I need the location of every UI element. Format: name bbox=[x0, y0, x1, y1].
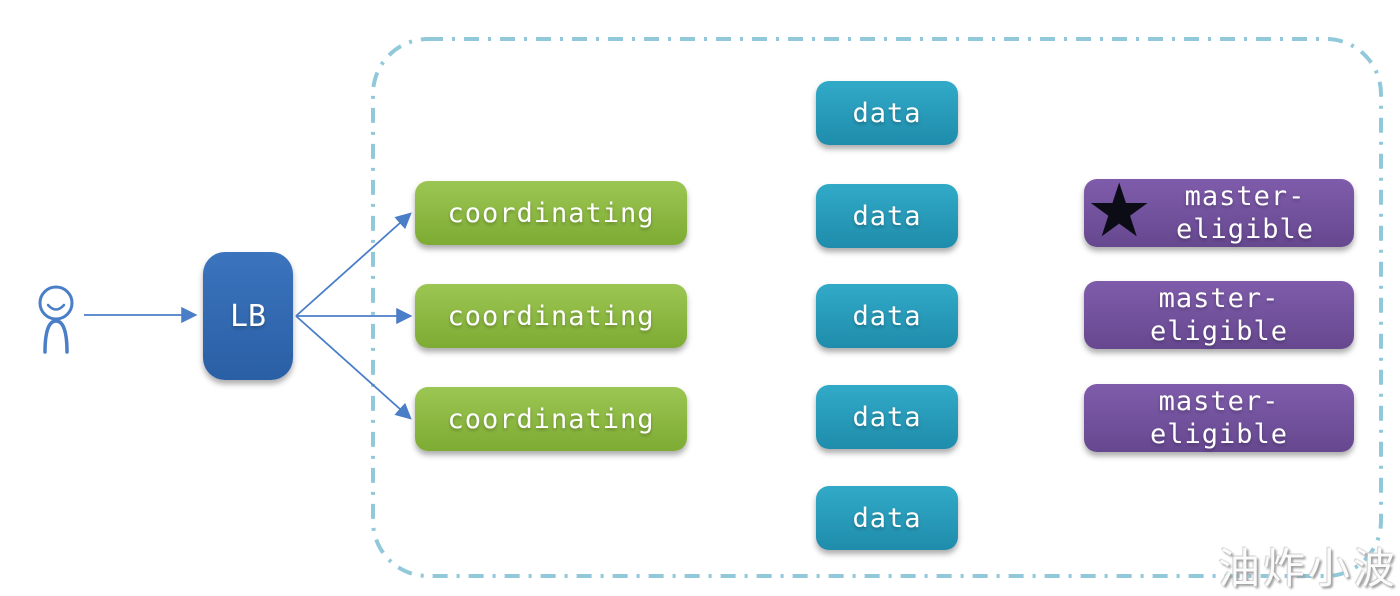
data-label: data bbox=[852, 200, 922, 232]
person-body bbox=[43, 319, 69, 354]
cluster-boundary bbox=[371, 37, 1383, 578]
data-node: data bbox=[816, 81, 958, 145]
lb-label: LB bbox=[229, 298, 267, 334]
master-label-line2: eligible bbox=[1175, 214, 1315, 245]
arrow-lb-to-coordinating-3 bbox=[295, 315, 412, 420]
person-smile bbox=[46, 303, 66, 311]
data-label: data bbox=[852, 300, 922, 332]
data-node: data bbox=[816, 184, 958, 248]
master-eligible-node: master- eligible bbox=[1084, 384, 1354, 452]
data-node: data bbox=[816, 486, 958, 550]
coordinating-node: coordinating bbox=[415, 181, 687, 245]
data-node: data bbox=[816, 284, 958, 348]
coordinating-node: coordinating bbox=[415, 284, 687, 348]
data-label: data bbox=[852, 502, 922, 534]
star-icon: ★ bbox=[1086, 167, 1154, 254]
master-label-line1: master- bbox=[1158, 386, 1280, 417]
arrow-lb-to-coordinating-1 bbox=[295, 212, 412, 317]
master-eligible-node: master- eligible bbox=[1084, 281, 1354, 349]
master-eligible-node: ★ master- eligible bbox=[1084, 174, 1354, 248]
coordinating-label: coordinating bbox=[447, 403, 655, 435]
master-label-line1: master- bbox=[1158, 283, 1280, 314]
master-label-line2: eligible bbox=[1149, 419, 1289, 450]
coordinating-node: coordinating bbox=[415, 387, 687, 451]
data-label: data bbox=[852, 97, 922, 129]
data-node: data bbox=[816, 385, 958, 449]
lb-node: LB bbox=[203, 252, 293, 380]
watermark-text: 油炸小波 bbox=[1217, 544, 1398, 593]
coordinating-label: coordinating bbox=[447, 300, 655, 332]
coordinating-label: coordinating bbox=[447, 197, 655, 229]
master-label-line1: master- bbox=[1184, 181, 1306, 212]
person-icon bbox=[38, 285, 74, 354]
master-label-line2: eligible bbox=[1149, 316, 1289, 347]
data-label: data bbox=[852, 401, 922, 433]
